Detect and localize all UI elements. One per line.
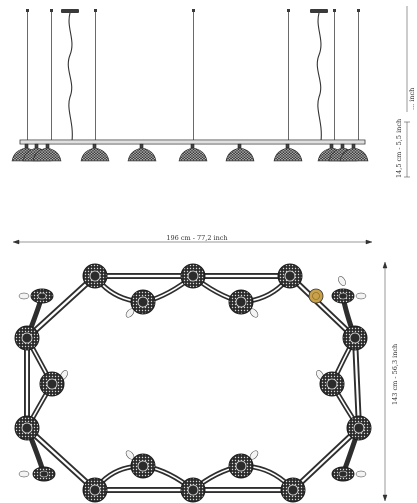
pendant-shade xyxy=(130,289,156,315)
side-shade xyxy=(80,143,110,162)
pendant-shade xyxy=(342,325,368,351)
pendant-shade xyxy=(277,263,303,289)
plan-shades xyxy=(14,263,372,503)
side-shade xyxy=(225,143,255,162)
pendant-shade xyxy=(14,415,40,441)
side-mounted-shade xyxy=(30,288,54,304)
canopy-marker xyxy=(308,288,324,304)
side-mounted-shades xyxy=(30,288,355,482)
power-cords xyxy=(67,12,322,142)
pendant-shade xyxy=(39,371,65,397)
pendant-shade xyxy=(228,453,254,479)
side-shade xyxy=(127,143,157,162)
inner-arms xyxy=(24,273,362,493)
inner-arms-highlight xyxy=(26,275,360,491)
pendant-shade xyxy=(319,371,345,397)
width-dimension xyxy=(382,261,388,502)
length-label: 196 cm - 77,2 inch xyxy=(166,234,227,242)
drop-height-label: 14,5 cm - 5,5 inch xyxy=(395,119,403,178)
side-shade xyxy=(339,143,369,162)
pendant-shade xyxy=(346,415,372,441)
side-shade xyxy=(178,143,208,162)
side-elevation-view: 14,5 cm - 5,5 inch ... inch xyxy=(11,6,416,178)
ceiling-canopies xyxy=(26,9,360,13)
total-height-label: ... inch xyxy=(408,88,416,110)
plan-view xyxy=(14,263,372,503)
side-shades xyxy=(11,143,369,162)
pendant-shade xyxy=(82,263,108,289)
pendant-shade xyxy=(180,263,206,289)
pendant-shade xyxy=(280,477,306,503)
pendant-shade xyxy=(228,289,254,315)
pendant-shade xyxy=(82,477,108,503)
length-dimension xyxy=(12,239,373,245)
side-mounted-shade xyxy=(331,466,355,482)
octagonal-frame xyxy=(24,273,362,493)
width-label: 143 cm - 56,3 inch xyxy=(391,344,399,405)
pendant-shade xyxy=(14,325,40,351)
pendant-shade xyxy=(180,477,206,503)
side-mounted-shade xyxy=(32,466,56,482)
drop-height-dimension xyxy=(404,121,410,178)
side-shade xyxy=(32,143,62,162)
side-mounted-shade xyxy=(331,288,355,304)
suspension-cables xyxy=(27,12,359,141)
pendant-shade xyxy=(130,453,156,479)
side-shade xyxy=(273,143,303,162)
bulb-stems xyxy=(18,276,367,478)
side-frame-bar xyxy=(19,139,366,145)
